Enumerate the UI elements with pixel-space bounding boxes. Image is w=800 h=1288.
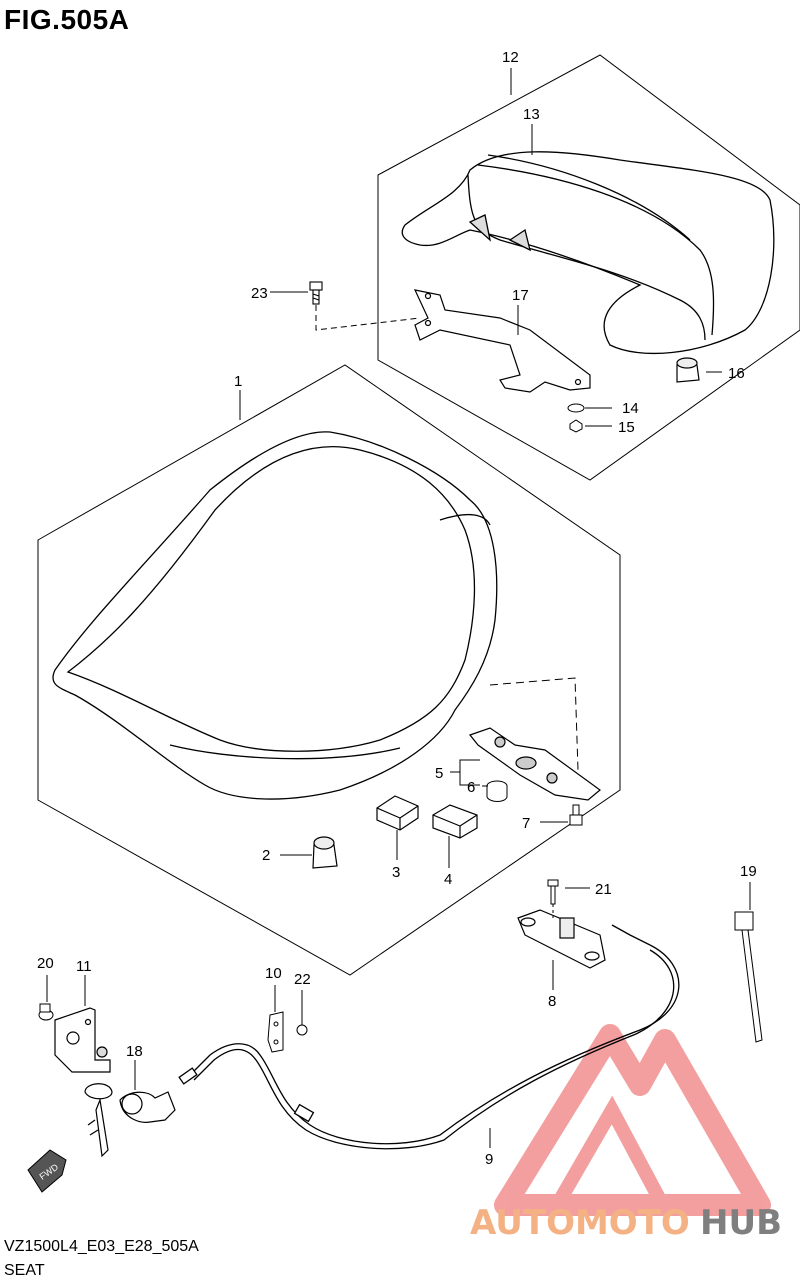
watermark-text: AUTOMOTO HUB — [470, 1203, 782, 1243]
screw-21-icon — [547, 879, 559, 905]
band-19-icon — [734, 911, 763, 1043]
figure-code: VZ1500L4_E03_E28_505A — [4, 1238, 199, 1255]
figure-title: FIG.505A — [4, 4, 130, 35]
forward-direction-arrow-icon: FWD — [27, 1149, 67, 1193]
front-seat — [52, 431, 498, 800]
nut-15-icon — [569, 419, 583, 433]
callout-6: 6 — [467, 779, 475, 796]
callout-18: 18 — [126, 1043, 143, 1060]
pad-4-icon — [432, 804, 478, 839]
cushion-16-icon — [676, 357, 700, 383]
leader-5-dash — [489, 677, 579, 771]
callout-16: 16 — [728, 365, 745, 382]
callout-5: 5 — [435, 765, 443, 782]
rear-seat-group-outline — [377, 54, 800, 481]
bracket-11-icon — [54, 1007, 111, 1073]
spacer-6-icon — [486, 780, 508, 802]
callout-12: 12 — [502, 49, 519, 66]
callout-13: 13 — [523, 106, 540, 123]
callout-8: 8 — [548, 993, 556, 1010]
callout-2: 2 — [262, 847, 270, 864]
callout-19: 19 — [740, 863, 757, 880]
callout-17: 17 — [512, 287, 529, 304]
callout-21: 21 — [595, 881, 612, 898]
watermark-triangle-icon — [494, 1024, 771, 1216]
watermark-part2: HUB — [700, 1203, 782, 1243]
callout-9: 9 — [485, 1151, 493, 1168]
callout-7: 7 — [522, 815, 530, 832]
rear-seat — [401, 151, 775, 355]
seat-lock-cable-9 — [178, 924, 680, 1150]
callout-20: 20 — [37, 955, 54, 972]
seat-lock-8 — [517, 909, 606, 969]
front-seat-bracket — [469, 727, 601, 801]
pad-3-icon — [376, 795, 419, 831]
bolt-22-icon — [296, 1024, 308, 1036]
bolt-7-icon — [569, 804, 583, 826]
callout-14: 14 — [622, 400, 639, 417]
leader-23 — [315, 305, 421, 331]
bolt-20-icon — [38, 1003, 54, 1021]
callout-15: 15 — [618, 419, 635, 436]
watermark-part1: AUTOMOTO — [470, 1203, 690, 1243]
callout-4: 4 — [444, 871, 452, 888]
callout-23: 23 — [251, 285, 268, 302]
callout-1: 1 — [234, 373, 242, 390]
callout-3: 3 — [392, 864, 400, 881]
rear-seat-bracket — [413, 289, 591, 393]
bolt-23-icon — [309, 281, 323, 305]
washer-14-icon — [567, 403, 585, 413]
lock-set-18 — [84, 1083, 176, 1158]
figure-name: SEAT — [4, 1262, 45, 1279]
watermark-logo — [494, 1024, 771, 1216]
front-seat-group-outline — [37, 364, 621, 976]
callouts: 1 2 3 4 5 6 7 8 9 10 11 12 13 14 15 16 1… — [37, 49, 757, 1168]
callout-11: 11 — [76, 958, 92, 975]
bracket-10-icon — [267, 1011, 284, 1053]
callout-22: 22 — [294, 971, 311, 988]
leader-lines — [46, 68, 751, 1148]
callout-10: 10 — [265, 965, 282, 982]
cushion-2-icon — [312, 836, 338, 869]
